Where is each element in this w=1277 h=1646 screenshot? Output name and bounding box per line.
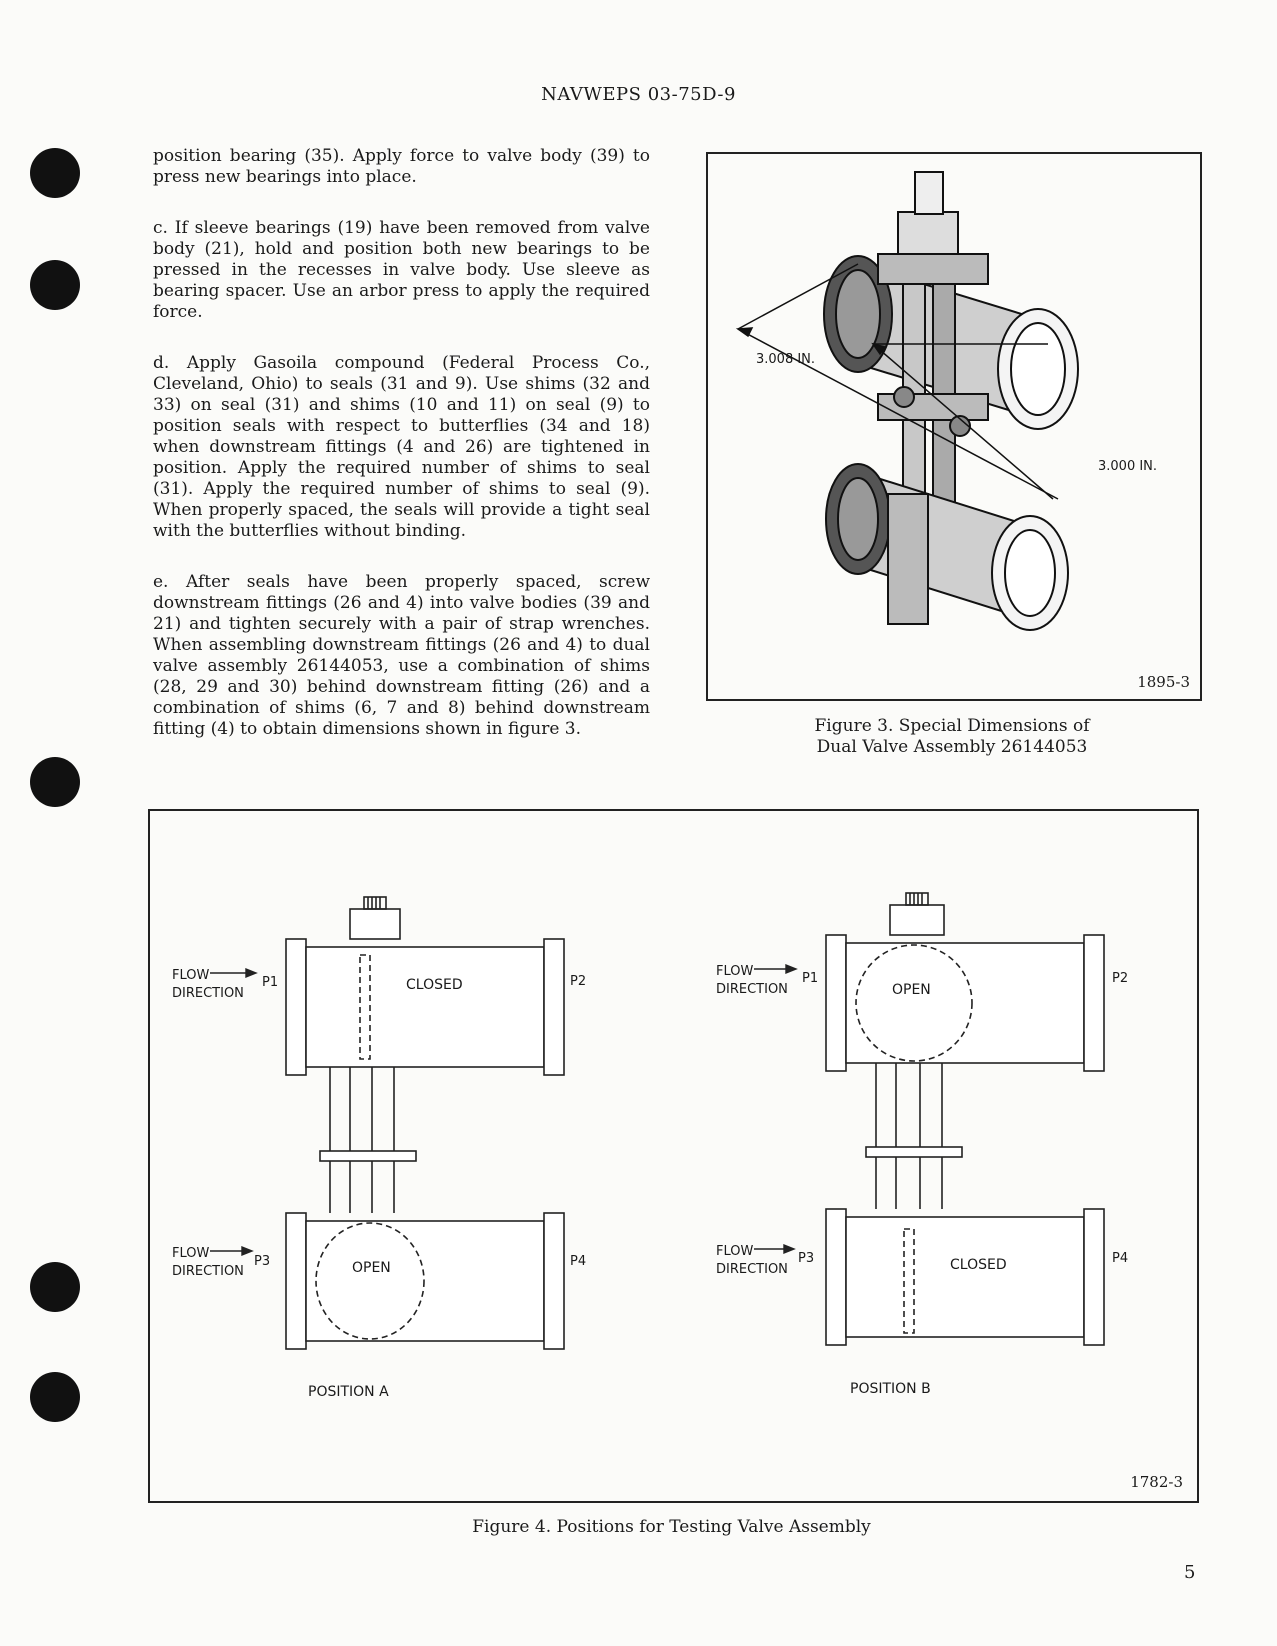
figure-3-caption-line-2: Dual Valve Assembly 26144053 xyxy=(816,737,1088,757)
direction-label: DIRECTION xyxy=(172,1264,244,1279)
binder-hole xyxy=(30,1262,80,1312)
port-label-p1: P1 xyxy=(262,975,279,990)
direction-label: DIRECTION xyxy=(716,982,788,997)
position-a-label: POSITION A xyxy=(308,1384,389,1400)
figure-code: 1895-3 xyxy=(1137,673,1190,691)
flow-label: FLOW xyxy=(716,1244,754,1259)
port-label-p3: P3 xyxy=(798,1251,815,1266)
port-label-p2: P2 xyxy=(1112,971,1129,986)
port-label-p2: P2 xyxy=(570,974,587,989)
position-b-label: POSITION B xyxy=(850,1381,931,1397)
figure-4-frame: FLOW DIRECTION P1 CLOSED P2 FLOW DIRECTI… xyxy=(148,809,1199,1503)
direction-label: DIRECTION xyxy=(172,986,244,1001)
port-label-p1: P1 xyxy=(802,971,819,986)
paragraph-e: e. After seals have been properly spaced… xyxy=(153,572,650,739)
binder-hole xyxy=(30,757,80,807)
port-label-p4: P4 xyxy=(570,1254,587,1269)
paragraph-bearing-continuation: position bearing (35). Apply force to va… xyxy=(153,146,650,187)
flow-label: FLOW xyxy=(172,1246,210,1261)
port-label-p3: P3 xyxy=(254,1254,271,1269)
valve-state-closed: CLOSED xyxy=(950,1257,1007,1273)
flow-label: FLOW xyxy=(172,968,210,983)
port-label-p4: P4 xyxy=(1112,1251,1129,1266)
dimension-label-upper: 3.008 IN. xyxy=(756,352,816,367)
figure-3-frame: 3.008 IN. 3.000 IN. 1895-3 xyxy=(706,152,1202,701)
flow-direction-label-p3: FLOW DIRECTION xyxy=(716,1243,788,1279)
figure-4-caption: Figure 4. Positions for Testing Valve As… xyxy=(472,1517,871,1537)
flow-label: FLOW xyxy=(716,964,754,979)
dual-valve-illustration xyxy=(735,171,1079,631)
flow-direction-label-p1: FLOW DIRECTION xyxy=(172,967,244,1003)
paragraph-c: c. If sleeve bearings (19) have been rem… xyxy=(153,218,650,322)
valve-positions-diagram xyxy=(210,892,1105,1350)
paragraph-d: d. Apply Gasoila compound (Federal Proce… xyxy=(153,353,650,541)
figure-3-caption: Figure 3. Special Dimensions of Dual Val… xyxy=(706,716,1198,758)
document-number: NAVWEPS 03-75D-9 xyxy=(541,84,736,105)
valve-state-open: OPEN xyxy=(892,982,931,998)
valve-state-open: OPEN xyxy=(352,1260,391,1276)
direction-label: DIRECTION xyxy=(716,1262,788,1277)
binder-hole xyxy=(30,148,80,198)
figure-code: 1782-3 xyxy=(1130,1473,1183,1491)
flow-direction-label-p1: FLOW DIRECTION xyxy=(716,963,788,999)
dimension-label-lower: 3.000 IN. xyxy=(1098,459,1158,474)
binder-hole xyxy=(30,1372,80,1422)
valve-state-closed: CLOSED xyxy=(406,977,463,993)
page-number: 5 xyxy=(1184,1562,1196,1583)
flow-direction-label-p3: FLOW DIRECTION xyxy=(172,1245,244,1281)
binder-hole xyxy=(30,260,80,310)
figure-3-caption-line-1: Figure 3. Special Dimensions of xyxy=(814,716,1090,736)
